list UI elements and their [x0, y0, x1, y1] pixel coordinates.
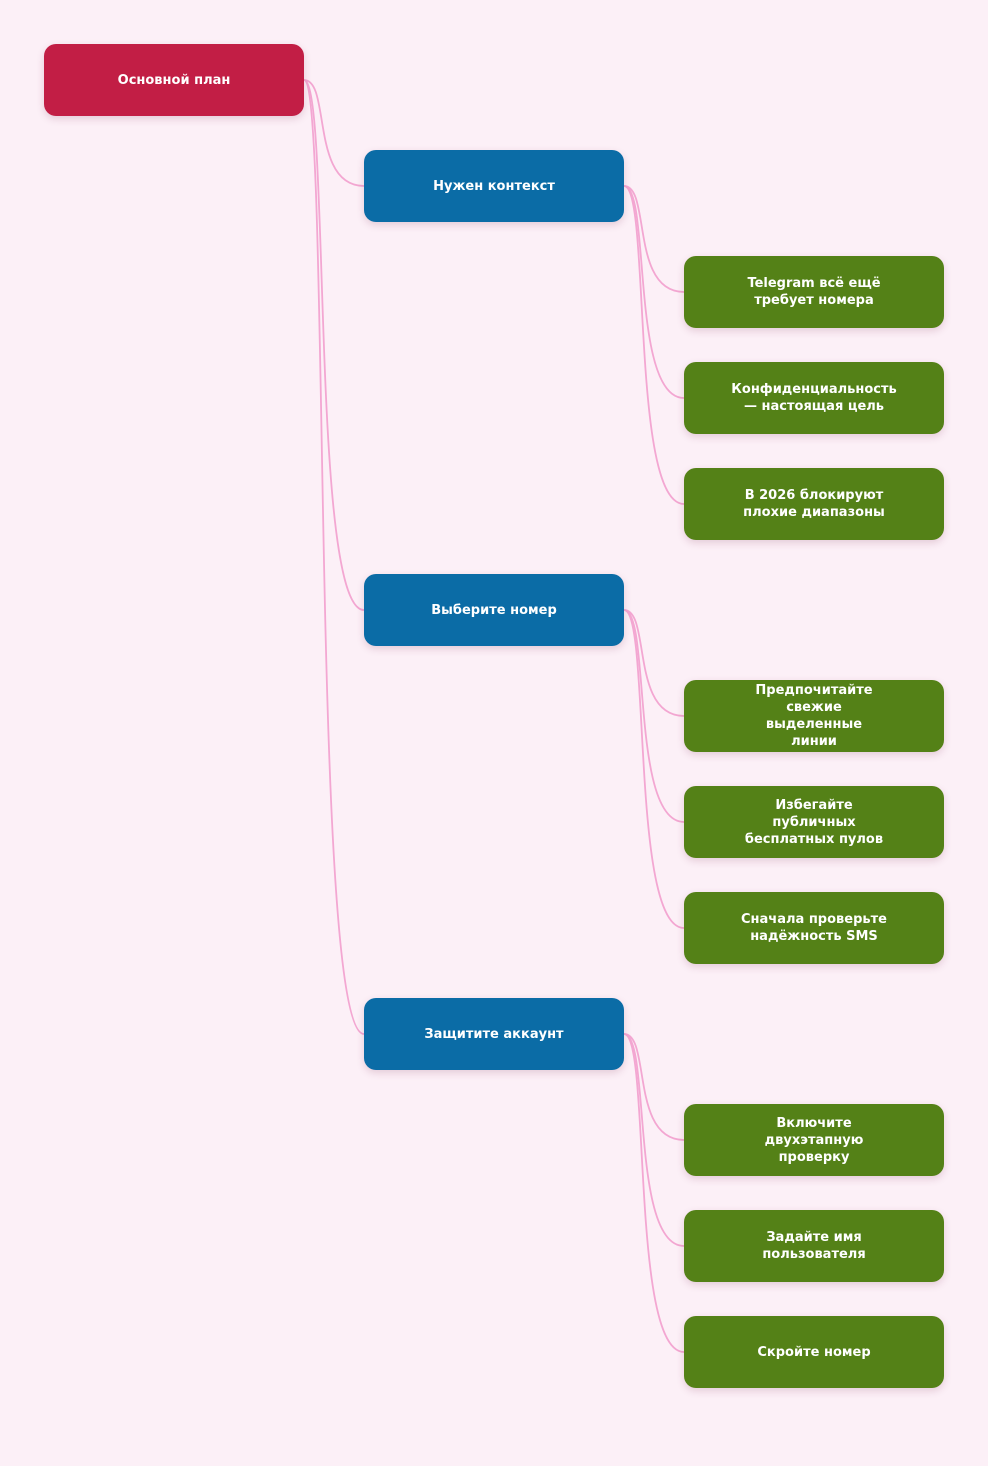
connector-branch-to-leaf [623, 1033, 685, 1141]
connector-branch-to-leaf [623, 1033, 685, 1353]
leaf-node-avoid-public-pools[interactable]: Избегайте публичных бесплатных пулов [684, 786, 944, 858]
leaf-node-bad-ranges-blocked[interactable]: В 2026 блокируют плохие диапазоны [684, 468, 944, 540]
connector-branch-to-leaf [623, 185, 685, 399]
connector-root-to-branch [303, 79, 365, 1035]
connector-branch-to-leaf [623, 185, 685, 505]
connector-root-to-branch [303, 79, 365, 187]
leaf-node-set-username[interactable]: Задайте имя пользователя [684, 1210, 944, 1282]
leaf-node-check-sms-reliability[interactable]: Сначала проверьте надёжность SMS [684, 892, 944, 964]
leaf-node-fresh-dedicated-lines[interactable]: Предпочитайте свежие выделенные линии [684, 680, 944, 752]
connector-branch-to-leaf [623, 609, 685, 717]
branch-node-context[interactable]: Нужен контекст [364, 150, 624, 222]
leaf-node-privacy-goal[interactable]: Конфиденциальность — настоящая цель [684, 362, 944, 434]
leaf-node-hide-number[interactable]: Скройте номер [684, 1316, 944, 1388]
leaf-node-telegram-requires-number[interactable]: Telegram всё ещё требует номера [684, 256, 944, 328]
connector-branch-to-leaf [623, 609, 685, 823]
root-node[interactable]: Основной план [44, 44, 304, 116]
connector-root-to-branch [303, 79, 365, 611]
connector-branch-to-leaf [623, 1033, 685, 1247]
connector-branch-to-leaf [623, 185, 685, 293]
connector-branch-to-leaf [623, 609, 685, 929]
branch-node-protect-account[interactable]: Защитите аккаунт [364, 998, 624, 1070]
leaf-node-enable-2fa[interactable]: Включите двухэтапную проверку [684, 1104, 944, 1176]
branch-node-choose-number[interactable]: Выберите номер [364, 574, 624, 646]
